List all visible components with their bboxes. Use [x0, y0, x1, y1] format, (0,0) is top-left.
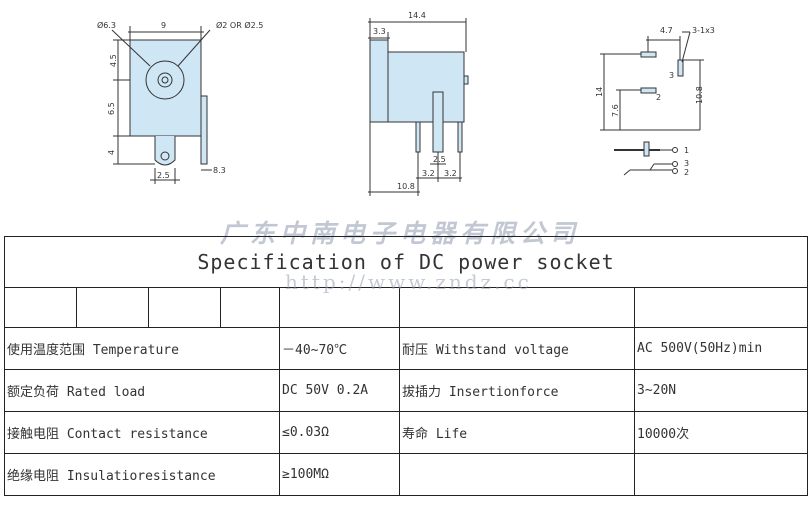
spec-value: ≤0.03Ω: [279, 411, 400, 454]
pcb-layout-drawing: [600, 31, 704, 176]
table-row: 使用温度范围 Temperature －40~70℃ 耐压 Withstand …: [4, 327, 808, 370]
spec-label: 接触电阻 Contact resistance: [4, 411, 280, 454]
dim-side-base-length: 10.8: [397, 182, 415, 191]
spec-value: 3~20N: [633, 369, 808, 412]
pcb-pin-2-label: 2: [656, 93, 661, 102]
spec-label: 使用温度范围 Temperature: [4, 327, 280, 370]
spec-label: 额定负荷 Rated load: [4, 369, 280, 412]
spec-value: ≥100MΩ: [279, 453, 400, 496]
spec-value: －40~70℃: [279, 327, 400, 370]
table-title: Specification of DC power socket: [3, 236, 808, 288]
dim-side-length: 14.4: [408, 11, 426, 20]
dim-side-pin-gap-b: 3.2: [444, 169, 457, 178]
side-view-drawing: [368, 18, 469, 196]
dim-pcb-right-height: 10.8: [695, 86, 704, 104]
dim-side-front-length: 3.3: [373, 27, 386, 36]
spec-table: Specification of DC power socket 使用温度范围 …: [3, 236, 808, 496]
dim-front-h3: 4: [107, 150, 116, 155]
dim-pin-diameter: Ø2 OR Ø2.5: [216, 20, 263, 30]
dim-pcb-slot: 3-1x3: [692, 26, 715, 35]
dim-side-pin-width: 2.5: [433, 155, 446, 164]
pcb-pin-3-label: 3: [669, 71, 674, 80]
technical-drawings: Ø6.3 9 Ø2 OR Ø2.5 4.5 6.5 4 2.5 8.3 14.4…: [97, 11, 715, 196]
front-view-drawing: [111, 26, 212, 184]
schematic-pin-2-label: 2: [684, 168, 689, 177]
dim-front-pin-width: 2.5: [157, 171, 170, 180]
spec-value: [633, 453, 808, 496]
empty-header-row: [4, 287, 808, 328]
dim-side-pin-gap-a: 3.2: [422, 169, 435, 178]
spec-label: 耐压 Withstand voltage: [399, 327, 635, 370]
dim-pcb-height: 14: [595, 87, 604, 97]
dim-front-side-offset: 8.3: [213, 166, 226, 175]
spec-value: 10000次: [633, 411, 808, 454]
table-row: 接触电阻 Contact resistance ≤0.03Ω 寿命 Life 1…: [4, 411, 808, 454]
dim-pcb-spacing: 4.7: [660, 26, 673, 35]
dim-pcb-pin-offset: 7.6: [611, 104, 620, 117]
spec-label: 绝缘电阻 Insulatioresistance: [4, 453, 280, 496]
spec-value: AC 500V(50Hz)min: [633, 327, 808, 370]
spec-label: 拔插力 Insertionforce: [399, 369, 635, 412]
dim-front-width: 9: [161, 21, 166, 30]
dim-front-h2: 6.5: [107, 102, 116, 115]
table-row: 绝缘电阻 Insulatioresistance ≥100MΩ: [4, 453, 808, 496]
spec-label: 寿命 Life: [399, 411, 635, 454]
url-watermark: http://www.zndz.cc: [285, 270, 532, 294]
dim-outer-diameter: Ø6.3: [97, 20, 116, 30]
spec-value: DC 50V 0.2A: [279, 369, 400, 412]
dim-front-h1: 4.5: [109, 54, 118, 67]
schematic-pin-1-label: 1: [684, 146, 689, 155]
schematic-pin-3-label: 3: [684, 159, 689, 168]
table-row: 额定负荷 Rated load DC 50V 0.2A 拔插力 Insertio…: [4, 369, 808, 412]
spec-label: [399, 453, 635, 496]
